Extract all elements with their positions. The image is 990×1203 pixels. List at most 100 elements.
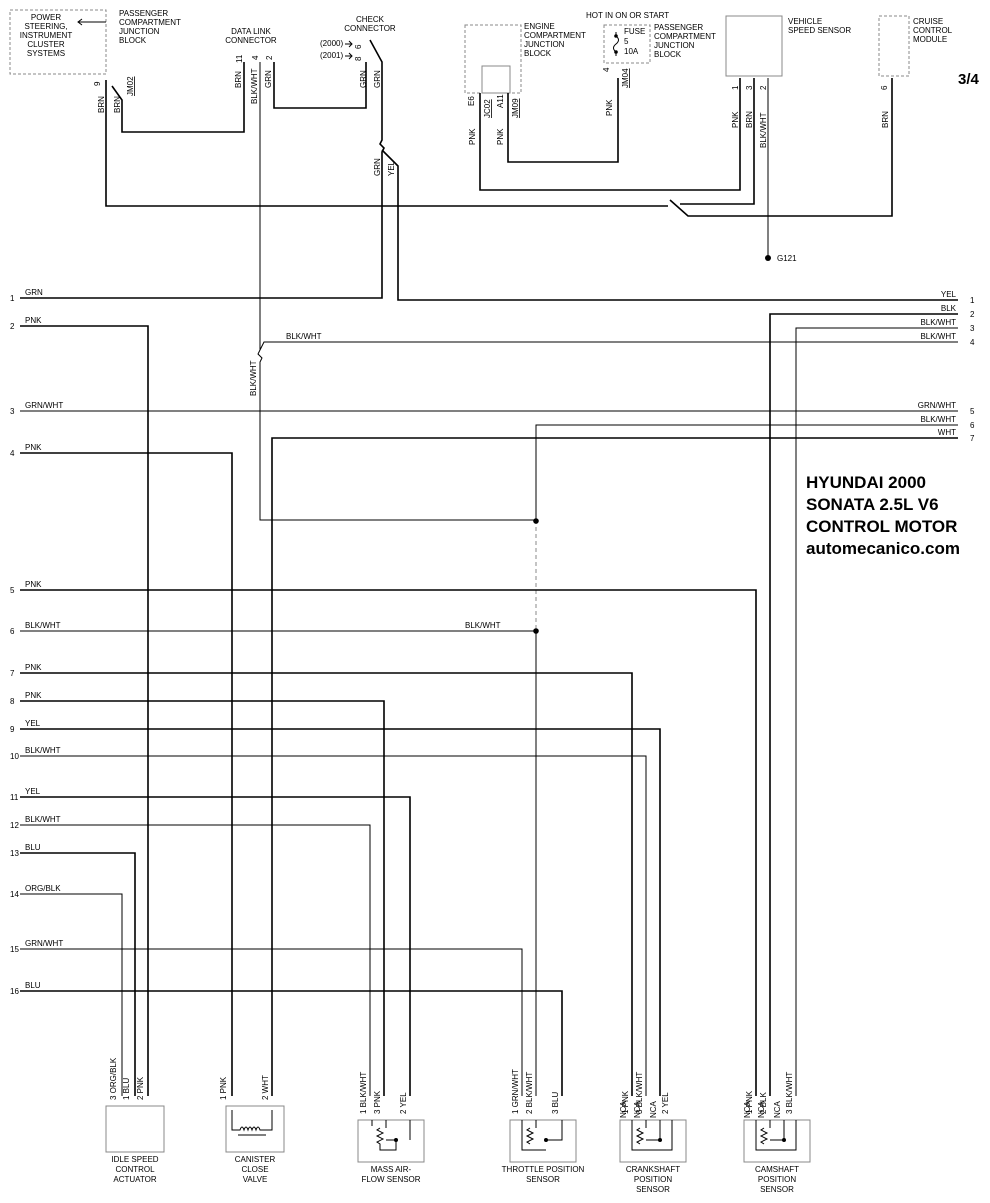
jm02-label: JM02: [126, 76, 135, 96]
left-pin-number: 14: [10, 890, 19, 899]
component-pin-label: NCA: [619, 1100, 628, 1118]
fuse-jm04: JM04: [621, 68, 630, 88]
fuse-box: [603, 24, 651, 64]
right-pin-color: BLK/WHT: [920, 318, 956, 327]
r6-wire: [535, 424, 958, 520]
component-pin-label: NCA: [773, 1100, 782, 1118]
l7-wire: [20, 672, 633, 1096]
ejb-pin-a11: A11: [496, 94, 505, 108]
component-pin-label: 1 BLU: [122, 1078, 131, 1100]
coil-symbol: [231, 1110, 273, 1136]
component-name: CONTROL: [115, 1165, 155, 1174]
tps-dot: [544, 1138, 548, 1142]
r2-wire: [769, 313, 958, 1096]
l9-wire: [20, 728, 661, 1096]
component-name: SENSOR: [526, 1175, 560, 1184]
component-name: THROTTLE POSITION: [502, 1165, 585, 1174]
ps-brn1: BRN: [97, 96, 106, 113]
check-arrows: [345, 40, 353, 60]
left-pin-number: 9: [10, 725, 15, 734]
dlc-pin-4: 4: [251, 55, 260, 60]
cruise-box: [878, 15, 910, 77]
ground-label: G121: [777, 254, 797, 263]
cruise-label-1: CONTROL: [913, 26, 953, 35]
vss-pnk: PNK: [731, 111, 740, 128]
title-line-2: SONATA 2.5L V6: [806, 495, 939, 514]
left-pin-color: GRN: [25, 288, 43, 297]
component-pin-label: 2 PNK: [136, 1076, 145, 1100]
left-pin-number: 8: [10, 697, 15, 706]
fuse-symbol: [613, 32, 619, 56]
ejb-wire-a: [479, 78, 741, 191]
l11-wire: [20, 796, 411, 1096]
cmp-dot: [782, 1138, 786, 1142]
fuse-pin-4: 4: [602, 67, 611, 72]
left-pin-color: PNK: [25, 663, 42, 672]
right-pin-number: 2: [970, 310, 975, 319]
component-pin-label: NCA: [633, 1100, 642, 1118]
pjb-right-0: PASSENGER: [654, 23, 703, 32]
component-pin-label: 1 GRN/WHT: [511, 1069, 520, 1114]
ps-brn2: BRN: [113, 96, 122, 113]
cmp-symbol: [755, 1120, 797, 1151]
right-pin-color: BLK: [941, 304, 957, 313]
dlc-grn-wire: [273, 62, 367, 109]
right-pin-number: 5: [970, 407, 975, 416]
left-pin-color: GRN/WHT: [25, 401, 63, 410]
left-pin-number: 15: [10, 945, 19, 954]
component-pin-label: 3 PNK: [373, 1090, 382, 1114]
dlc-label-1: CONNECTOR: [225, 36, 277, 45]
component-name: SENSOR: [636, 1185, 670, 1194]
l12-wire: [20, 824, 371, 1096]
ejb-pin-jm09: JM09: [511, 98, 520, 118]
l8-wire: [20, 700, 385, 1096]
dlc-label-0: DATA LINK: [231, 27, 271, 36]
component-name: MASS AIR-: [371, 1165, 412, 1174]
dlc-pin-2: 2: [265, 55, 274, 60]
component-name: FLOW SENSOR: [361, 1175, 420, 1184]
right-pin-number: 6: [970, 421, 975, 430]
splice-dot-1: [533, 518, 539, 524]
title-line-3: CONTROL MOTOR: [806, 517, 957, 536]
power-steering-box: [9, 9, 107, 75]
ejb-label-0: ENGINE: [524, 22, 555, 31]
ejb-pin-e6: E6: [467, 96, 476, 106]
cruise-pin-6: 6: [880, 85, 889, 90]
component-name: SENSOR: [760, 1185, 794, 1194]
pjb-right-2: JUNCTION: [654, 41, 695, 50]
ejb-pnk1: PNK: [468, 128, 477, 145]
fuse-num: 5: [624, 37, 629, 46]
component-name: CLOSE: [241, 1165, 268, 1174]
cruise-wire: [669, 78, 893, 217]
vss-box: [725, 15, 783, 77]
ps-label-2: INSTRUMENT: [20, 31, 73, 40]
component-name: CRANKSHAFT: [626, 1165, 680, 1174]
component-name: ACTUATOR: [113, 1175, 156, 1184]
left-pin-number: 3: [10, 407, 15, 416]
left-pin-color: YEL: [25, 787, 41, 796]
l13-wire: [20, 852, 136, 1096]
ps-label-1: STEERING,: [24, 22, 67, 31]
tps-box: [509, 1119, 577, 1163]
ckp-symbol: [631, 1120, 673, 1151]
left-pin-color: BLK/WHT: [25, 746, 61, 755]
l10-wire: [20, 755, 647, 1096]
component-pin-label: 2 BLK/WHT: [525, 1072, 534, 1114]
component-pin-label: 3 BLK/WHT: [785, 1072, 794, 1114]
left-pin-number: 10: [10, 752, 19, 761]
dlc-blkwht-wire: [257, 62, 535, 521]
pjb-left-2: JUNCTION: [119, 27, 160, 36]
left-pin-color: PNK: [25, 691, 42, 700]
vss-label-1: SPEED SENSOR: [788, 26, 851, 35]
dlc-pin-11: 11: [235, 54, 244, 63]
component-pin-label: 3 BLU: [551, 1092, 560, 1114]
left-pin-number: 4: [10, 449, 15, 458]
right-pin-color: BLK/WHT: [920, 332, 956, 341]
right-pin-number: 3: [970, 324, 975, 333]
left-pin-number: 11: [10, 793, 19, 802]
ckp-dot: [658, 1138, 662, 1142]
check-wire-b: [381, 149, 958, 301]
component-pin-label: 1 BLK/WHT: [359, 1072, 368, 1114]
